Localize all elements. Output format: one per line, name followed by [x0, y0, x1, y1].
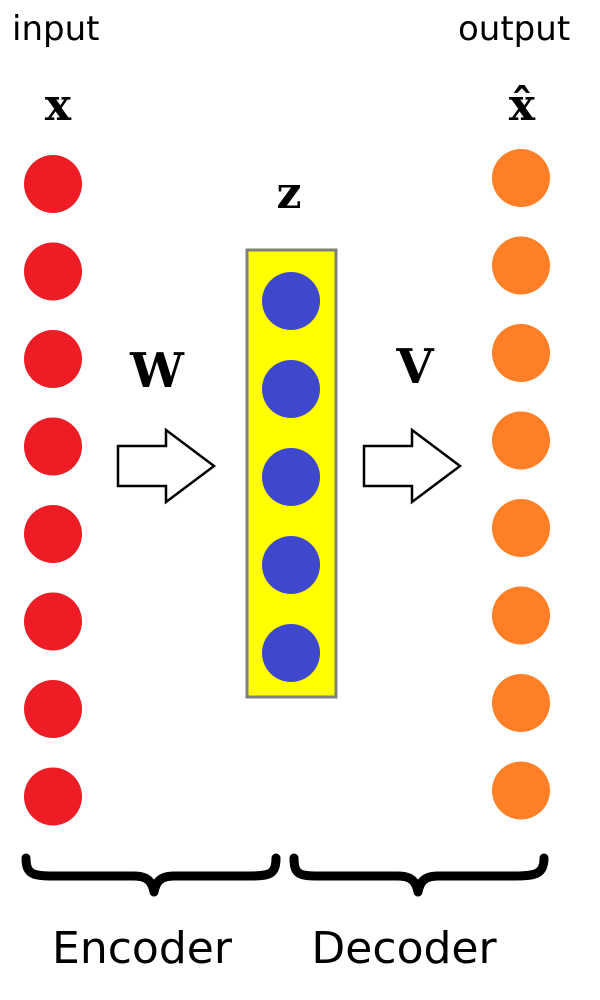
latent-node-4 — [262, 536, 320, 594]
input-node-3 — [24, 330, 82, 388]
encoder-brace-icon — [21, 853, 281, 897]
output-node-3 — [492, 324, 550, 382]
latent-layer — [262, 272, 320, 682]
input-node-8 — [24, 767, 82, 826]
output-node-8 — [492, 761, 550, 820]
output-node-7 — [492, 674, 550, 732]
encoder-arrow-icon — [116, 427, 217, 505]
input-node-4 — [24, 417, 82, 476]
latent-node-1 — [262, 272, 320, 330]
input-label: input — [12, 9, 99, 49]
output-node-4 — [492, 411, 550, 470]
input-node-1 — [24, 155, 82, 213]
output-label: output — [458, 9, 570, 49]
latent-node-5 — [262, 624, 320, 682]
latent-node-3 — [262, 448, 320, 506]
decoder-brace-icon — [289, 853, 549, 897]
decoder-label: Decoder — [311, 923, 497, 974]
output-node-2 — [492, 236, 550, 295]
input-node-7 — [24, 680, 82, 738]
z-symbol: z — [277, 168, 302, 219]
v-symbol: V — [395, 339, 434, 395]
output-node-6 — [492, 586, 550, 645]
output-node-5 — [492, 499, 550, 557]
output-node-1 — [492, 149, 550, 207]
decoder-arrow-icon — [362, 427, 463, 505]
w-symbol: W — [129, 343, 185, 399]
input-node-6 — [24, 592, 82, 651]
x-symbol: x — [45, 80, 72, 131]
input-layer — [24, 155, 82, 826]
latent-node-2 — [262, 360, 320, 418]
input-node-5 — [24, 505, 82, 563]
x-hat-symbol: x̂ — [509, 80, 536, 131]
output-layer — [492, 149, 550, 820]
encoder-label: Encoder — [52, 923, 233, 974]
input-node-2 — [24, 242, 82, 301]
